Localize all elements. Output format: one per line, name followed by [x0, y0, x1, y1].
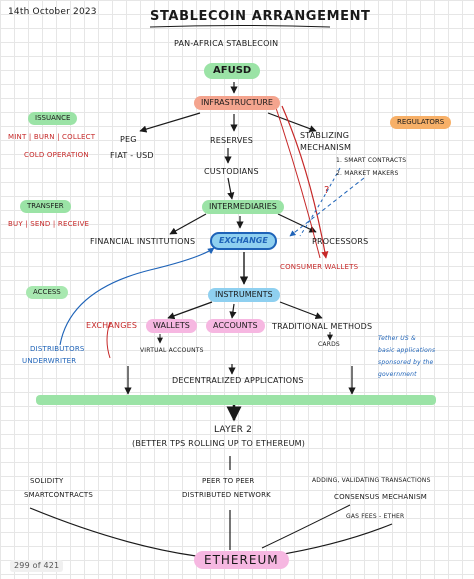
- arrow-inter-financial: [169, 213, 207, 235]
- consumer-wallets-label: Consumer Wallets: [280, 263, 359, 271]
- page-subtitle: Pan-Africa Stablecoin: [174, 39, 279, 48]
- traditional-methods-node: Traditional Methods: [272, 322, 373, 331]
- stabilizing-node-line1: Stablizing: [300, 131, 350, 140]
- intermediaries-node: Intermediaries: [202, 200, 284, 214]
- underwriter-label: Underwriter: [22, 357, 77, 365]
- issuance-label: Issuance: [28, 112, 78, 125]
- market-makers-item: 2. Market Makers: [336, 170, 399, 177]
- decentralized-applications-node: Decentralized Applications: [172, 376, 304, 385]
- arrow-inter-processors: [277, 213, 317, 233]
- accounts-node: Accounts: [206, 319, 265, 333]
- consensus-mechanism-node: Consensus Mechanism: [334, 493, 427, 501]
- blue-dashed-smart-contracts: [299, 167, 341, 237]
- layer2-subtitle: (Better TPS Rolling up to Ethereum): [132, 439, 306, 448]
- financial-institutions-node: Financial Institutions: [90, 237, 196, 246]
- ethereum-node: Ethereum: [194, 551, 289, 569]
- processors-node: Processors: [312, 237, 369, 246]
- instruments-node: Instruments: [208, 288, 280, 302]
- red-bracket-exchanges: [106, 321, 111, 359]
- stabilizing-node-line2: Mechanism: [300, 143, 352, 152]
- solidity-node: Solidity: [30, 477, 64, 485]
- tether-note-line2: basic applications: [378, 347, 436, 354]
- virtual-accounts-node: Virtual Accounts: [140, 347, 204, 354]
- arrow-custodians-intermediaries: [227, 177, 235, 200]
- title-underline: [149, 25, 331, 28]
- fiat-node: FIAT - USD: [110, 151, 154, 160]
- wallets-node: Wallets: [146, 319, 197, 333]
- line-consensus-ethereum: [271, 523, 393, 557]
- tether-note-line3: sponsored by the: [378, 359, 434, 366]
- page-date: 14th October 2023: [8, 7, 97, 17]
- peg-node: PEG: [120, 135, 137, 144]
- question-mark: ?: [324, 185, 330, 196]
- line-adding-ethereum: [261, 504, 351, 549]
- gas-fees-node: Gas Fees - Ether: [346, 513, 405, 520]
- blue-dashed-market-makers: [289, 177, 365, 237]
- issuance-actions: Mint | Burn | Collect: [8, 133, 96, 141]
- arrow-instr-wallets: [167, 301, 213, 320]
- arrow-instr-traditional: [279, 301, 323, 320]
- line-solidity-ethereum: [29, 507, 197, 557]
- access-label: Access: [26, 286, 68, 299]
- infrastructure-node: Infrastructure: [194, 96, 280, 110]
- arrow-instr-accounts: [229, 303, 237, 319]
- adding-validating-node: Adding, Validating Transactions: [312, 477, 431, 484]
- page-title: Stablecoin Arrangement: [150, 9, 371, 24]
- transfer-actions: Buy | Send | Receive: [8, 220, 90, 228]
- blue-arrow-distributors-exchange: [59, 247, 215, 346]
- p2p-node-line2: Distributed Network: [182, 491, 271, 499]
- green-divider-bar: [36, 395, 436, 405]
- distributors-label: Distributors: [30, 345, 85, 353]
- coin-label: AFUSD: [204, 63, 261, 79]
- tether-note-line4: government: [378, 371, 417, 378]
- p2p-node-line1: Peer to Peer: [202, 477, 255, 485]
- exchanges-label: Exchanges: [86, 321, 138, 330]
- arrow-infra-stabilizing: [267, 112, 317, 133]
- layer2-title: Layer 2: [214, 425, 253, 435]
- arrow-infra-peg: [139, 112, 201, 133]
- cold-operation-label: Cold Operation: [24, 151, 89, 159]
- custodians-node: Custodians: [204, 167, 259, 176]
- page-indicator[interactable]: 299 of 421: [10, 560, 64, 572]
- exchange-node: Exchange: [210, 232, 277, 250]
- smartcontracts-node: Smartcontracts: [24, 491, 94, 499]
- reserves-node: Reserves: [210, 136, 254, 145]
- transfer-label: Transfer: [20, 200, 71, 213]
- regulators-label: Regulators: [390, 116, 452, 129]
- smart-contracts-item: 1. Smart Contracts: [336, 157, 407, 164]
- red-arrow-infra-consumer-2: [275, 107, 321, 259]
- red-arrow-infra-consumer-1: [281, 105, 329, 259]
- cards-node: Cards: [318, 341, 340, 348]
- tether-note-line1: Tether US &: [378, 335, 416, 342]
